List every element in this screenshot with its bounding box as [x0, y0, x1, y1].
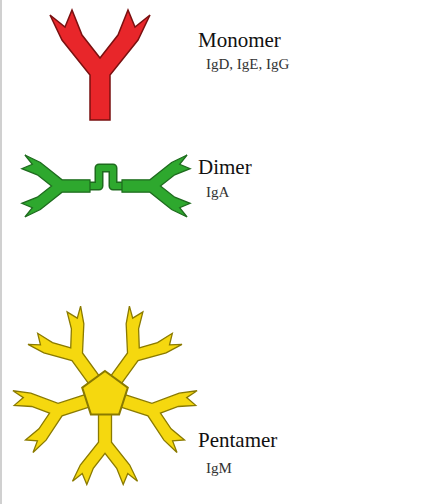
- edge-rule: [0, 0, 2, 504]
- class-list: IgA: [206, 184, 229, 201]
- monomer-antibody: [50, 10, 150, 120]
- pentamer-antibody: [10, 303, 200, 484]
- class-list: IgD, IgE, IgG: [206, 56, 289, 73]
- class-list: IgM: [206, 460, 232, 477]
- form-name: Pentamer: [198, 428, 277, 452]
- form-name: Monomer: [198, 28, 281, 52]
- form-name: Dimer: [198, 155, 252, 179]
- dimer-antibody: [22, 155, 190, 217]
